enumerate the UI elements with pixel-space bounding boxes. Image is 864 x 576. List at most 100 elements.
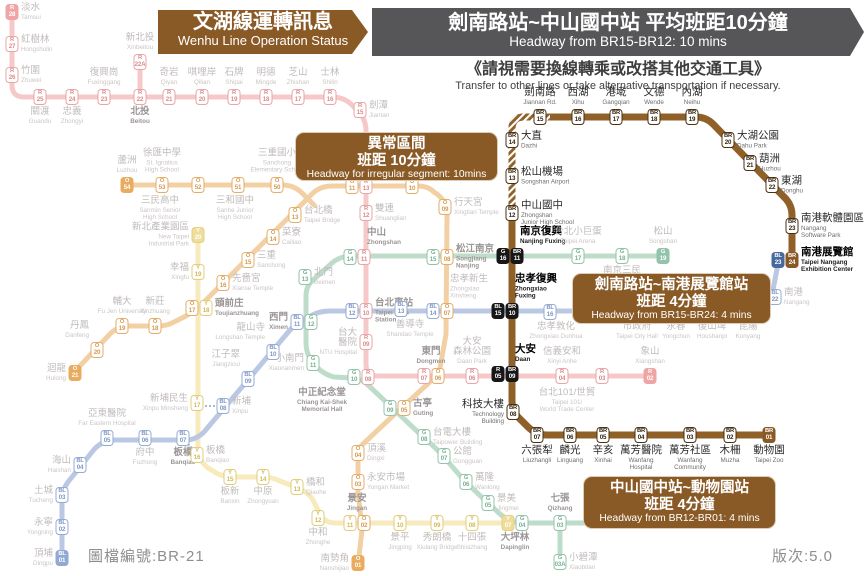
transfer-notice: 《請視需要換線轉乘或改搭其他交通工具》 Transfer to other li…: [372, 60, 864, 93]
callout-south-line2: 班距 4分鐘: [644, 496, 715, 513]
callout-east-line2: 班距 4分鐘: [636, 293, 707, 310]
headline-banner: 劍南路站~中山國中站 平均班距10分鐘 Headway from BR15-BR…: [372, 8, 864, 56]
notice-en: Transfer to other lines or take alternat…: [455, 80, 781, 93]
version-number: 版次:5.0: [772, 548, 834, 565]
callout-irregular-line1: 異常區間: [367, 136, 426, 152]
callout-irregular-line3: Headway for irregular segment: 10mins: [306, 169, 487, 181]
headline-zh: 劍南路站~中山國中站 平均班距10分鐘: [448, 12, 788, 34]
